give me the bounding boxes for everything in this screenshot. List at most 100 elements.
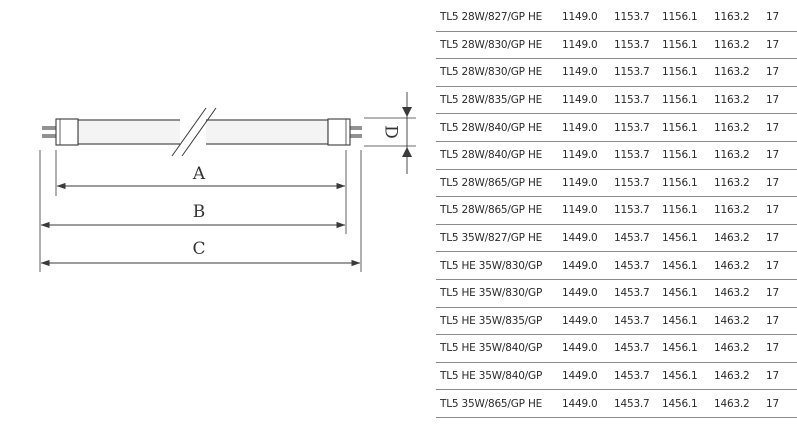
dimension-b-cell: 1153.7 (614, 86, 662, 115)
dimension-d-arrow-top (402, 107, 412, 117)
dimension-c-cell: 1156.1 (662, 113, 714, 142)
dimension-b-cell: 1453.7 (614, 224, 662, 253)
dimension-a-cell: 1149.0 (562, 58, 614, 87)
dimension-a-cell: 1449.0 (562, 334, 614, 363)
tube-cap-right (327, 118, 351, 146)
diameter-d-cell: 17 (766, 4, 797, 32)
tube-break-gap (180, 118, 206, 146)
dimension-c-cell: 1456.1 (662, 251, 714, 280)
diameter-d-cell: 17 (766, 31, 797, 60)
lamp-type-cell: TL5 28W/827/GP HE (436, 4, 562, 32)
dimension-a-cell: 1449.0 (562, 362, 614, 391)
diameter-d-cell: 17 (766, 362, 797, 391)
dimension-c-cell: 1156.1 (662, 4, 714, 32)
diameter-d-cell: 17 (766, 224, 797, 253)
dimension-c-cell: 1456.1 (662, 389, 714, 418)
diameter-d-cell: 17 (766, 279, 797, 308)
diameter-d-cell: 17 (766, 307, 797, 336)
dimension-b-cell: 1453.7 (614, 307, 662, 336)
lamp-type-cell: TL5 28W/865/GP HE (436, 196, 562, 225)
dimension-a-cell: 1449.0 (562, 307, 614, 336)
dimension-c-max-cell: 1463.2 (714, 307, 766, 336)
lamp-type-cell: TL5 HE 35W/835/GP (436, 307, 562, 336)
dimension-a-cell: 1449.0 (562, 251, 614, 280)
dimension-c-cell: 1156.1 (662, 86, 714, 115)
dimension-c-max-cell: 1463.2 (714, 362, 766, 391)
lamp-dimension-drawing: A B C D (39, 92, 416, 272)
dimension-c-cell: 1456.1 (662, 307, 714, 336)
lamp-type-cell: TL5 28W/840/GP HE (436, 113, 562, 142)
dimension-c-cell: 1156.1 (662, 196, 714, 225)
diameter-d-cell: 17 (766, 113, 797, 142)
dimension-c-cell: 1156.1 (662, 31, 714, 60)
lamp-type-cell: TL5 HE 35W/830/GP (436, 279, 562, 308)
dimension-c-cell: 1156.1 (662, 141, 714, 170)
dimension-d-label: D (381, 125, 401, 139)
diameter-d-cell: 17 (766, 58, 797, 87)
dimension-c-max-cell: 1163.2 (714, 4, 766, 32)
tube-cap-left (55, 118, 79, 146)
lamp-type-cell: TL5 28W/830/GP HE (436, 58, 562, 87)
dimension-c-max-cell: 1163.2 (714, 86, 766, 115)
tube-break-line-left (171, 107, 207, 157)
dimension-c-cell: 1456.1 (662, 334, 714, 363)
dimension-c-cell: 1156.1 (662, 58, 714, 87)
dimension-a-cell: 1149.0 (562, 4, 614, 32)
diameter-d-cell: 17 (766, 141, 797, 170)
dimension-a-label: A (192, 164, 206, 184)
dimension-b-cell: 1153.7 (614, 141, 662, 170)
dimension-c-max-cell: 1463.2 (714, 224, 766, 253)
dimension-b-cell: 1453.7 (614, 362, 662, 391)
dimension-c-max-cell: 1163.2 (714, 169, 766, 198)
dimension-c-max-cell: 1163.2 (714, 113, 766, 142)
dimension-c-max-cell: 1163.2 (714, 141, 766, 170)
lamp-type-cell: TL5 28W/840/GP HE (436, 141, 562, 170)
dimension-c: C (40, 239, 361, 267)
dimension-c-cell: 1456.1 (662, 362, 714, 391)
dimension-a-cell: 1149.0 (562, 141, 614, 170)
lamp-type-cell: TL5 35W/865/GP HE (436, 389, 562, 418)
dimension-c-max-cell: 1463.2 (714, 251, 766, 280)
dimension-a-cell: 1149.0 (562, 86, 614, 115)
lamp-type-cell: TL5 28W/865/GP HE (436, 169, 562, 198)
dimension-b-cell: 1153.7 (614, 4, 662, 32)
lamp-type-cell: TL5 35W/827/GP HE (436, 224, 562, 253)
dimension-b-cell: 1453.7 (614, 334, 662, 363)
dimension-a-cell: 1149.0 (562, 113, 614, 142)
dimension-b-label: B (193, 202, 206, 222)
dimension-d-arrow-bottom (402, 147, 412, 157)
dimension-b: B (40, 202, 346, 229)
dimension-c-max-cell: 1463.2 (714, 389, 766, 418)
dimension-c-max-cell: 1163.2 (714, 58, 766, 87)
dimension-c-cell: 1456.1 (662, 279, 714, 308)
lamp-type-cell: TL5 HE 35W/830/GP (436, 251, 562, 280)
diameter-d-cell: 17 (766, 389, 797, 418)
diameter-d-cell: 17 (766, 251, 797, 280)
dimension-a-cell: 1449.0 (562, 224, 614, 253)
dimension-c-max-cell: 1463.2 (714, 279, 766, 308)
dimension-b-cell: 1453.7 (614, 389, 662, 418)
tube-break-line-right (181, 107, 217, 157)
dimension-a-cell: 1449.0 (562, 389, 614, 418)
lamp-type-cell: TL5 HE 35W/840/GP (436, 362, 562, 391)
lamp-type-cell: TL5 28W/830/GP HE (436, 31, 562, 60)
dimension-c-max-cell: 1463.2 (714, 334, 766, 363)
dimension-b-cell: 1153.7 (614, 58, 662, 87)
diameter-d-cell: 17 (766, 196, 797, 225)
dimension-a-cell: 1149.0 (562, 31, 614, 60)
dimension-b-cell: 1153.7 (614, 31, 662, 60)
dimension-c-label: C (192, 239, 205, 259)
